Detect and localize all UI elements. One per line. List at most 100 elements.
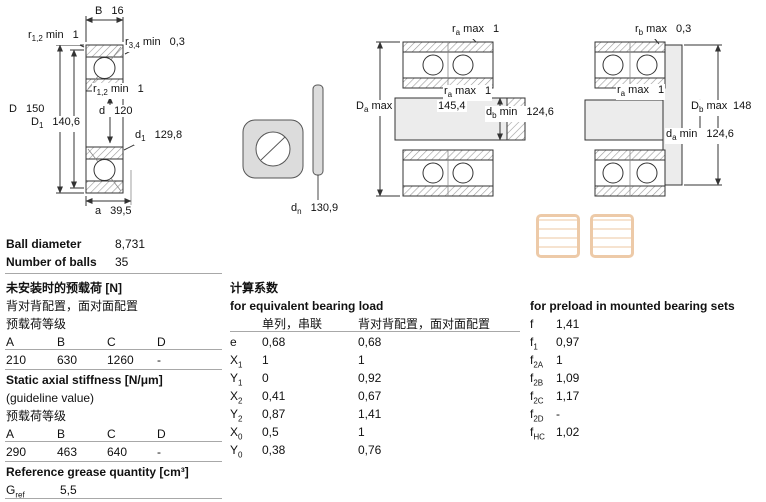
dim-D1-value: 140,6 (52, 116, 80, 128)
stiffness-class-label: 预载荷等级 (6, 409, 67, 423)
preload-factor-name: f2C (530, 389, 544, 406)
preload-factor-value: 1,02 (556, 425, 580, 439)
dim-Da-value: 145,4 (437, 100, 467, 112)
dim-B-name: B (95, 5, 103, 17)
dim-a-value: 39,5 (110, 205, 132, 217)
dim-Da-name: Da max (356, 100, 393, 115)
dim-B: B 16 (94, 5, 125, 17)
preload-factor-value: 1,41 (556, 317, 580, 331)
factor-name: e (230, 335, 237, 349)
dim-Da-label: Da max (355, 100, 394, 117)
divider (5, 369, 222, 370)
dim-db-value: 124,6 (526, 106, 554, 118)
preload-factors-title: for preload in mounted bearing sets (530, 299, 735, 313)
dim-db-name: db min (486, 106, 518, 121)
preload-factor-value: - (556, 407, 560, 421)
dim-Db-value-text: 148 (733, 100, 752, 112)
divider (230, 331, 520, 332)
factor-name: Y0 (230, 443, 243, 460)
factor-v2: 0,67 (358, 389, 382, 403)
divider (5, 498, 222, 499)
factor-v2: 1,41 (358, 407, 382, 421)
dim-d1-name: d1 (135, 129, 146, 144)
stiffness-header-D: D (157, 427, 166, 441)
dim-ra-top-1-name: ra max (452, 23, 484, 38)
grease-label: Gref (6, 483, 25, 500)
factor-name: X2 (230, 389, 243, 406)
dim-Db-name: Db max (691, 100, 728, 115)
watermark-stamp-1 (536, 214, 580, 258)
dim-D-name: D (9, 103, 17, 115)
ball-diameter-label: Ball diameter (6, 237, 82, 251)
factor-v1: 0,41 (262, 389, 286, 403)
dim-da-name: da min (666, 128, 698, 143)
dim-d-value: 120 (114, 105, 133, 117)
number-of-balls-label: Number of balls (6, 255, 97, 269)
factor-v1: 0,38 (262, 443, 286, 457)
factor-v2: 1 (358, 425, 365, 439)
preload-factor-value: 0,97 (556, 335, 580, 349)
dim-r12-top-name: r1,2 min (28, 29, 64, 44)
equiv-col1-header: 单列，串联 (262, 317, 323, 331)
stiffness-header-C: C (107, 427, 116, 441)
preload-factor-value: 1,09 (556, 371, 580, 385)
dim-r34-name: r3,4 min (125, 36, 161, 51)
preload-unmounted-title: 未安装时的预载荷 [N] (6, 281, 122, 295)
factor-v1: 0,5 (262, 425, 279, 439)
preload-header-C: C (107, 335, 116, 349)
dim-dn-value: 130,9 (310, 202, 339, 214)
stiffness-value-D: - (157, 445, 161, 459)
dim-rb-top-value: 0,3 (675, 23, 692, 35)
grease-value: 5,5 (60, 483, 77, 497)
number-of-balls-value: 35 (115, 255, 129, 269)
divider (5, 273, 222, 274)
dim-ra-mid-2-value: 1 (657, 84, 665, 96)
preload-factor-name: fHC (530, 425, 545, 442)
grease-title: Reference grease quantity [cm³] (6, 465, 189, 479)
bearing-cross-section-drawing (56, 16, 147, 206)
dim-ra-mid-1-name: ra max (444, 85, 476, 100)
dim-D-value: 150 (25, 103, 45, 115)
factor-v2: 0,68 (358, 335, 382, 349)
dim-Db-label: Db max (690, 100, 729, 117)
dim-dn-name: dn (291, 202, 302, 217)
dim-B-value: 16 (111, 5, 124, 17)
preload-factor-name: f2B (530, 371, 544, 388)
factor-name: X1 (230, 353, 243, 370)
preload-header-D: D (157, 335, 166, 349)
calc-factors-title: 计算系数 (230, 281, 279, 295)
stiffness-header-A: A (6, 427, 15, 441)
stiffness-value-A: 290 (6, 445, 27, 459)
watermark (536, 212, 644, 268)
divider (5, 349, 222, 350)
factor-name: Y2 (230, 407, 243, 424)
factor-v2: 1 (358, 353, 365, 367)
dim-d-name: d (99, 105, 106, 117)
stiffness-subtitle: (guideline value) (6, 391, 95, 405)
preload-value-B: 630 (57, 353, 78, 367)
dim-dn: dn 130,9 (290, 202, 340, 219)
watermark-stamp-2 (590, 214, 634, 258)
stiffness-title: Static axial stiffness [N/μm] (6, 373, 163, 387)
factor-v1: 1 (262, 353, 269, 367)
ball-diameter-value: 8,731 (115, 237, 146, 251)
dim-da-value: 124,6 (706, 128, 734, 140)
bearing-side-view-drawing (242, 84, 324, 200)
dim-Db-value: 148 (732, 100, 753, 112)
preload-value-A: 210 (6, 353, 27, 367)
factor-v1: 0,87 (262, 407, 286, 421)
factor-name: X0 (230, 425, 243, 442)
preload-value-C: 1260 (107, 353, 134, 367)
factor-v2: 0,92 (358, 371, 382, 385)
factor-v1: 0 (262, 371, 269, 385)
factor-name: Y1 (230, 371, 243, 388)
stiffness-value-C: 640 (107, 445, 128, 459)
preload-class-label: 预载荷等级 (6, 317, 67, 331)
